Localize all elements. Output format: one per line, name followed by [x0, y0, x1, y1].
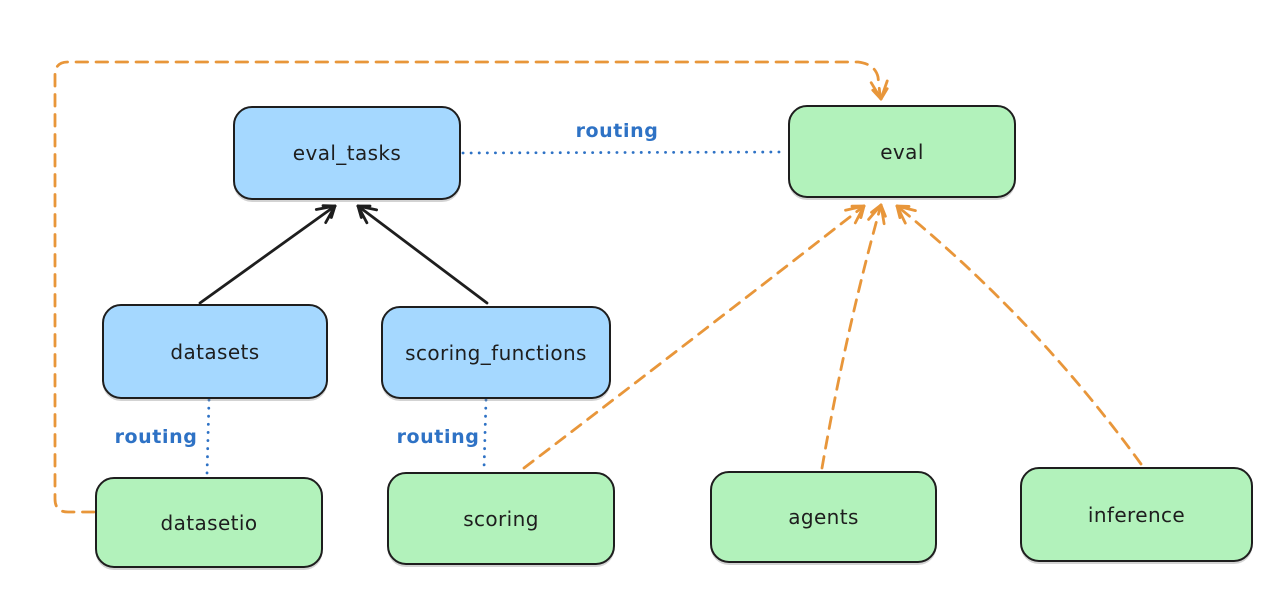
node-eval_tasks: eval_tasks — [233, 106, 461, 200]
node-label-datasets: datasets — [170, 339, 260, 364]
node-inference: inference — [1020, 467, 1253, 562]
node-label-eval_tasks: eval_tasks — [292, 141, 402, 165]
edge-datasets-to-eval_tasks — [198, 204, 337, 305]
edge-scoring_functions-scoring-routing — [482, 398, 488, 471]
edge-label-routing-left: routing — [114, 426, 198, 448]
node-label-datasetio: datasetio — [160, 510, 258, 535]
edge-scoring-to-eval — [522, 204, 866, 470]
edge-scoring_functions-to-eval_tasks — [356, 204, 489, 305]
node-scoring_functions: scoring_functions — [381, 306, 611, 399]
edge-eval_tasks-eval-routing — [461, 150, 788, 155]
edge-inference-to-eval — [895, 204, 1143, 466]
node-label-agents: agents — [788, 505, 859, 529]
node-label-scoring_functions: scoring_functions — [405, 340, 587, 365]
node-label-eval: eval — [880, 139, 924, 164]
edge-agents-to-eval — [820, 203, 887, 470]
node-scoring: scoring — [387, 472, 615, 565]
node-datasetio: datasetio — [95, 477, 323, 568]
edge-datasets-datasetio-routing — [205, 398, 211, 476]
node-datasets: datasets — [102, 304, 328, 399]
node-eval: eval — [788, 105, 1016, 198]
node-label-scoring: scoring — [463, 506, 539, 531]
edge-label-routing-top: routing — [575, 120, 659, 142]
node-agents: agents — [710, 471, 937, 563]
edge-label-routing-mid: routing — [396, 426, 480, 448]
edge-datasetio-to-eval-loop — [53, 60, 889, 514]
node-label-inference: inference — [1087, 502, 1186, 527]
